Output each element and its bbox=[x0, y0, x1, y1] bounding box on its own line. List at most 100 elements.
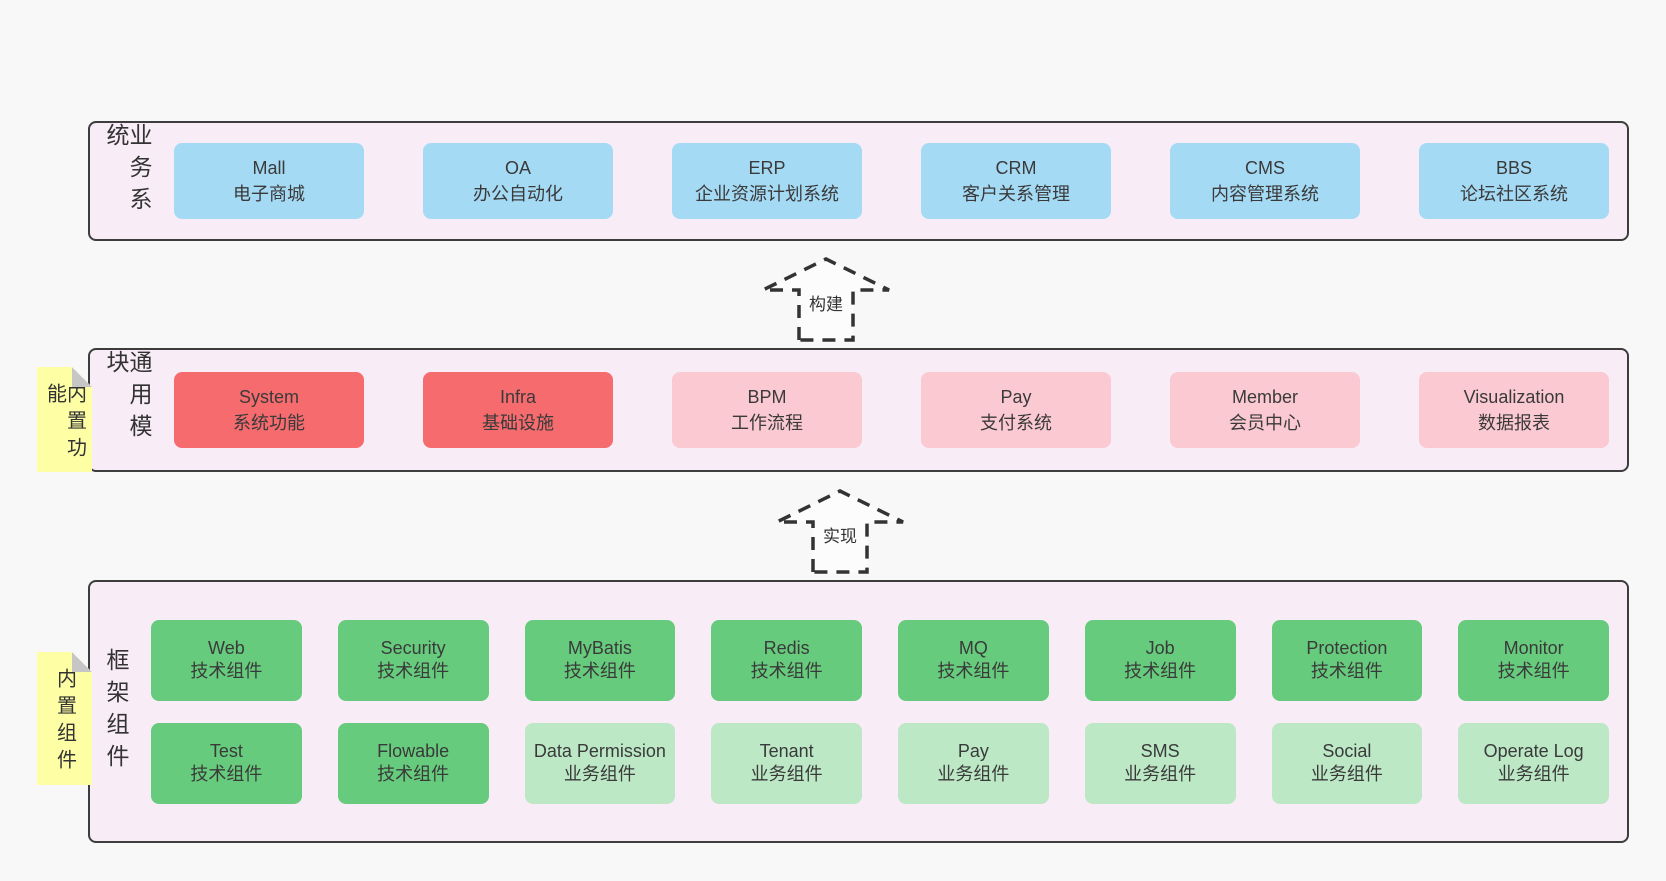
box-pay-module-name: Pay bbox=[1000, 386, 1032, 407]
box-job-desc: 技术组件 bbox=[1124, 661, 1197, 681]
box-crm-desc: 客户关系管理 bbox=[962, 184, 1070, 204]
box-monitor: Monitor 技术组件 bbox=[1458, 619, 1609, 701]
box-protection-desc: 技术组件 bbox=[1310, 661, 1383, 681]
box-operate-log-desc: 业务组件 bbox=[1497, 764, 1570, 784]
box-redis-name: Redis bbox=[763, 637, 810, 658]
arrow-implement: 实现 bbox=[765, 486, 915, 574]
box-mall-name: Mall bbox=[252, 157, 286, 178]
box-test: Test 技术组件 bbox=[151, 722, 302, 804]
box-cms-desc: 内容管理系统 bbox=[1211, 184, 1319, 204]
box-system-name: System bbox=[238, 386, 299, 407]
sticky-note-builtin-components-label: 内置组件 bbox=[53, 668, 76, 776]
box-mybatis-desc: 技术组件 bbox=[563, 661, 636, 681]
box-visualization-desc: 数据报表 bbox=[1478, 413, 1550, 433]
box-job: Job 技术组件 bbox=[1084, 619, 1236, 701]
box-protection-name: Protection bbox=[1306, 637, 1388, 658]
box-social: Social 业务组件 bbox=[1271, 722, 1423, 804]
box-infra: Infra 基础设施 bbox=[423, 372, 613, 448]
sticky-note-builtin-functions-label: 内置功能 bbox=[43, 383, 86, 464]
sticky-note-builtin-functions: 内置功能 bbox=[37, 367, 92, 472]
box-mybatis: MyBatis 技术组件 bbox=[524, 619, 676, 701]
box-system-desc: 系统功能 bbox=[233, 413, 305, 433]
box-sms: SMS 业务组件 bbox=[1084, 722, 1236, 804]
box-pay-component-desc: 业务组件 bbox=[937, 764, 1010, 784]
box-protection: Protection 技术组件 bbox=[1271, 619, 1423, 701]
layer-framework-components-label: 框架组件 bbox=[103, 647, 129, 776]
box-visualization-name: Visualization bbox=[1463, 386, 1565, 407]
box-mall: Mall 电子商城 bbox=[174, 143, 364, 219]
box-erp-desc: 企业资源计划系统 bbox=[695, 184, 839, 204]
box-tenant-desc: 业务组件 bbox=[750, 764, 823, 784]
box-job-name: Job bbox=[1145, 637, 1175, 658]
box-pay-module: Pay 支付系统 bbox=[921, 372, 1111, 448]
box-mybatis-name: MyBatis bbox=[567, 637, 632, 658]
box-redis-desc: 技术组件 bbox=[750, 661, 823, 681]
box-tenant-name: Tenant bbox=[759, 740, 814, 761]
box-member-name: Member bbox=[1231, 386, 1298, 407]
box-social-name: Social bbox=[1322, 740, 1372, 761]
box-mq-desc: 技术组件 bbox=[937, 661, 1010, 681]
layer-common-modules-label: 通用模块 bbox=[103, 350, 152, 446]
box-sms-desc: 业务组件 bbox=[1124, 764, 1197, 784]
box-member-desc: 会员中心 bbox=[1229, 413, 1301, 433]
layer-common-modules: 通用模块 System 系统功能 Infra 基础设施 BPM 工作流程 Pay… bbox=[88, 348, 1629, 472]
box-web-desc: 技术组件 bbox=[190, 661, 263, 681]
box-operate-log-name: Operate Log bbox=[1483, 740, 1584, 761]
box-bpm-desc: 工作流程 bbox=[731, 413, 803, 433]
arrow-build-label: 构建 bbox=[806, 290, 846, 315]
box-infra-desc: 基础设施 bbox=[482, 413, 554, 433]
box-crm: CRM 客户关系管理 bbox=[921, 143, 1111, 219]
arrow-build: 构建 bbox=[751, 254, 901, 342]
arrow-implement-label: 实现 bbox=[820, 522, 860, 547]
box-flowable: Flowable 技术组件 bbox=[337, 722, 489, 804]
box-visualization: Visualization 数据报表 bbox=[1419, 372, 1609, 448]
box-bbs: BBS 论坛社区系统 bbox=[1419, 143, 1609, 219]
box-data-permission-name: Data Permission bbox=[533, 740, 666, 761]
box-operate-log: Operate Log 业务组件 bbox=[1458, 722, 1609, 804]
box-infra-name: Infra bbox=[499, 386, 537, 407]
box-tenant: Tenant 业务组件 bbox=[711, 722, 862, 804]
box-test-desc: 技术组件 bbox=[190, 764, 263, 784]
box-web: Web 技术组件 bbox=[151, 619, 302, 701]
box-flowable-name: Flowable bbox=[377, 740, 450, 761]
box-bbs-desc: 论坛社区系统 bbox=[1460, 184, 1568, 204]
box-data-permission: Data Permission 业务组件 bbox=[524, 722, 676, 804]
box-monitor-name: Monitor bbox=[1503, 637, 1564, 658]
box-oa-name: OA bbox=[504, 157, 531, 178]
box-redis: Redis 技术组件 bbox=[711, 619, 862, 701]
layer-business-systems-label: 业务系统 bbox=[103, 123, 152, 219]
box-oa-desc: 办公自动化 bbox=[473, 184, 563, 204]
box-flowable-desc: 技术组件 bbox=[377, 764, 450, 784]
box-oa: OA 办公自动化 bbox=[423, 143, 613, 219]
box-pay-module-desc: 支付系统 bbox=[980, 413, 1052, 433]
box-social-desc: 业务组件 bbox=[1310, 764, 1383, 784]
box-pay-component: Pay 业务组件 bbox=[898, 722, 1049, 804]
box-mq: MQ 技术组件 bbox=[898, 619, 1049, 701]
box-crm-name: CRM bbox=[995, 157, 1037, 178]
box-cms-name: CMS bbox=[1245, 157, 1285, 178]
box-monitor-desc: 技术组件 bbox=[1497, 661, 1570, 681]
box-security-desc: 技术组件 bbox=[377, 661, 450, 681]
box-bpm: BPM 工作流程 bbox=[672, 372, 862, 448]
box-web-name: Web bbox=[208, 637, 245, 658]
business-box-row: Mall 电子商城 OA 办公自动化 ERP 企业资源计划系统 CRM 客户关系… bbox=[160, 143, 1627, 219]
box-erp: ERP 企业资源计划系统 bbox=[672, 143, 862, 219]
box-mq-name: MQ bbox=[958, 637, 988, 658]
box-bbs-name: BBS bbox=[1495, 157, 1533, 178]
box-security: Security 技术组件 bbox=[337, 619, 489, 701]
sticky-note-builtin-components: 内置组件 bbox=[37, 652, 92, 785]
box-system: System 系统功能 bbox=[174, 372, 364, 448]
box-bpm-name: BPM bbox=[747, 386, 787, 407]
box-erp-name: ERP bbox=[748, 157, 786, 178]
components-box-grid: Web 技术组件 Security 技术组件 MyBatis 技术组件 Redi… bbox=[137, 619, 1627, 804]
layer-business-systems: 业务系统 Mall 电子商城 OA 办公自动化 ERP 企业资源计划系统 CRM… bbox=[88, 121, 1629, 241]
modules-box-row: System 系统功能 Infra 基础设施 BPM 工作流程 Pay 支付系统… bbox=[160, 372, 1627, 448]
layer-framework-components: 框架组件 Web 技术组件 Security 技术组件 MyBatis 技术组件… bbox=[88, 580, 1629, 843]
box-security-name: Security bbox=[380, 637, 446, 658]
box-test-name: Test bbox=[209, 740, 243, 761]
box-data-permission-desc: 业务组件 bbox=[563, 764, 636, 784]
box-cms: CMS 内容管理系统 bbox=[1170, 143, 1360, 219]
box-pay-component-name: Pay bbox=[957, 740, 989, 761]
box-mall-desc: 电子商城 bbox=[233, 184, 305, 204]
box-sms-name: SMS bbox=[1140, 740, 1180, 761]
